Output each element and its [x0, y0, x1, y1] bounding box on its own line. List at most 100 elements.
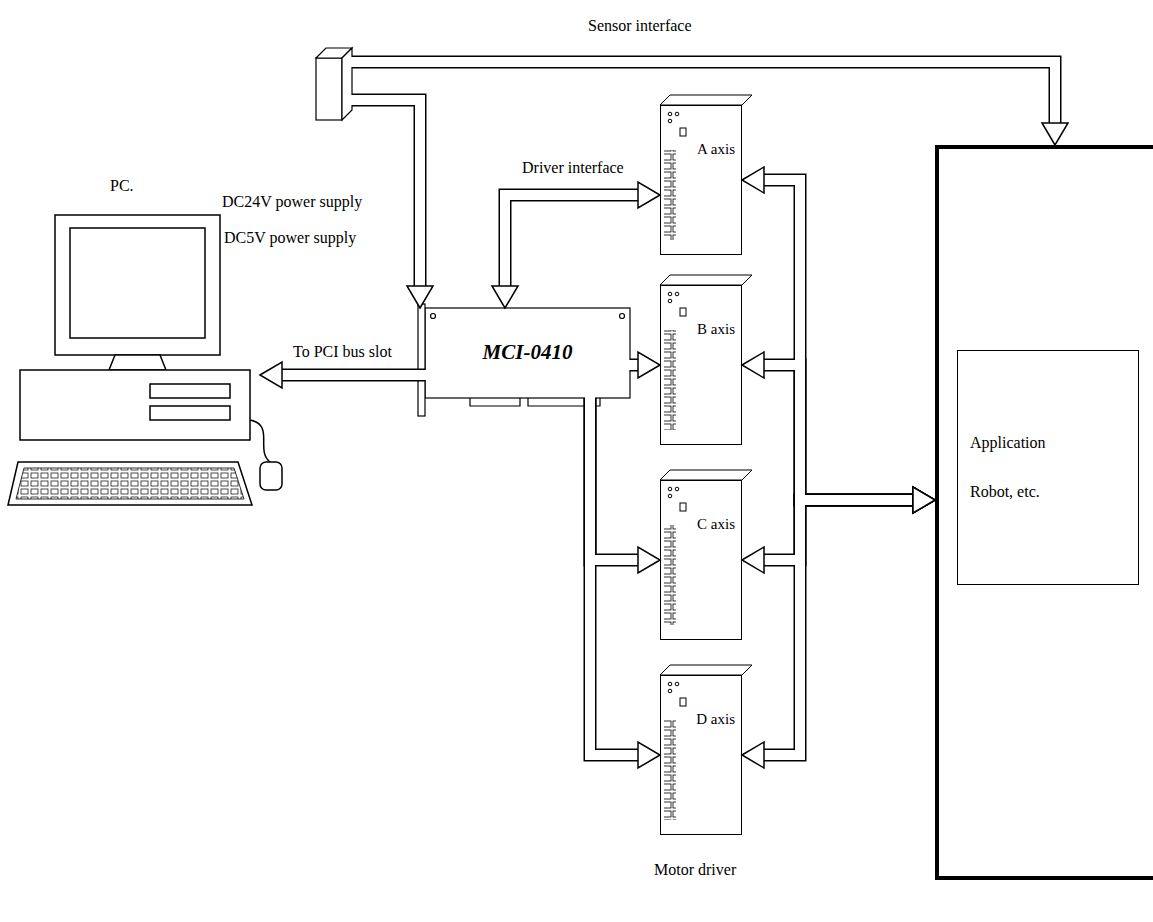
psu-front: [316, 58, 342, 120]
arrow-head: [913, 487, 935, 513]
hollow-arrow-fill: [763, 500, 914, 560]
led: [668, 487, 672, 491]
led: [668, 112, 672, 116]
hollow-arrow-fill: [763, 365, 914, 500]
led: [675, 682, 679, 686]
switch: [680, 698, 686, 706]
arrow-head: [913, 487, 935, 513]
hollow-arrow-outline: [352, 100, 420, 287]
hollow-arrow-fill: [590, 398, 639, 560]
screen: [70, 228, 205, 338]
arrow-head: [742, 167, 764, 193]
led: [675, 112, 679, 116]
application-text: Application: [970, 433, 1128, 452]
arrow-head: [742, 352, 764, 378]
pc-illustration: [8, 215, 282, 505]
motor-driver: C axis: [660, 480, 742, 640]
application-text: Robot, etc.: [970, 482, 1128, 501]
driver-top: [660, 470, 752, 480]
hollow-arrow-outline: [763, 500, 914, 560]
terminal-strip: [664, 330, 676, 430]
hollow-arrow-outline: [763, 365, 914, 500]
led: [675, 292, 679, 296]
application-inner-box: ApplicationRobot, etc.: [957, 350, 1139, 585]
board-edge-connector: [470, 398, 520, 406]
axis-label: A axis: [697, 140, 735, 158]
led: [668, 119, 672, 123]
arrow-head: [638, 547, 660, 573]
arrow-head: [260, 362, 282, 388]
arrow-head: [913, 487, 935, 513]
board-bracket: [418, 304, 425, 416]
hollow-arrow-outline: [590, 398, 639, 755]
motor-driver: A axis: [660, 105, 742, 255]
pc-tower: [20, 370, 250, 440]
terminal-strip: [664, 720, 676, 820]
led: [668, 299, 672, 303]
keyboard-keys: [16, 468, 244, 499]
caption-label: Motor driver: [652, 860, 738, 879]
interface-label: Driver interface: [520, 158, 626, 177]
led: [675, 487, 679, 491]
terminal-strip: [664, 150, 676, 240]
driver-top: [660, 95, 752, 105]
driver-top: [660, 665, 752, 675]
led: [668, 689, 672, 693]
arrow-head: [638, 742, 660, 768]
connector-label: Sensor interface: [586, 16, 694, 35]
connector-heads: [260, 123, 1068, 768]
hollow-arrow-fill: [505, 195, 639, 287]
led: [668, 682, 672, 686]
driver-top: [660, 275, 752, 285]
arrow-head: [638, 182, 660, 208]
connector-label: To PCI bus slot: [291, 342, 394, 361]
hollow-arrow-fill: [352, 62, 1055, 124]
pci-board: [418, 304, 630, 416]
motion-board: MCI-0410: [425, 308, 630, 398]
arrow-head: [407, 286, 433, 308]
hollow-arrow-outline: [763, 500, 914, 755]
drive-slot: [150, 406, 230, 420]
hollow-arrow-fill: [590, 398, 639, 755]
hollow-arrow-fill: [763, 500, 914, 755]
switch: [680, 308, 686, 316]
arrow-head: [742, 547, 764, 573]
pc-node: PC.: [10, 200, 260, 520]
mouse: [260, 462, 282, 490]
interface-label: DC5V power supply: [222, 228, 358, 247]
keyboard: [8, 462, 252, 505]
axis-label: D axis: [696, 710, 735, 728]
power-supply: DC24V power supply: [316, 48, 352, 120]
switch: [680, 128, 686, 136]
led: [668, 292, 672, 296]
hollow-arrow-outline: [505, 195, 639, 287]
application-box: ApplicationRobot, etc.: [935, 145, 1153, 880]
axis-label: C axis: [697, 515, 735, 533]
motor-driver: B axis: [660, 285, 742, 445]
driver-details: [660, 95, 752, 820]
arrow-head: [742, 742, 764, 768]
node-label: MCI-0410: [483, 340, 573, 365]
node-label: DC24V power supply: [222, 192, 362, 211]
hollow-arrow-outline: [590, 398, 639, 560]
mouse-cable: [250, 420, 270, 462]
hollow-arrow-fill: [763, 180, 914, 500]
hollow-arrow-fill: [281, 370, 425, 380]
arrow-head: [1042, 123, 1068, 145]
monitor: [55, 215, 220, 355]
arrow-head: [638, 352, 660, 378]
axis-label: B axis: [697, 320, 735, 338]
motor-driver: D axis: [660, 675, 742, 835]
drive-slot: [150, 384, 230, 398]
board-outline: [425, 308, 630, 398]
arrow-head: [913, 487, 935, 513]
hollow-arrow-fill: [352, 100, 420, 287]
power-supply-block: [316, 48, 352, 120]
arrow-head: [492, 286, 518, 308]
led: [668, 494, 672, 498]
terminal-strip: [664, 525, 676, 625]
hollow-arrow-outline: [763, 180, 914, 500]
hollow-arrow-outline: [352, 62, 1055, 124]
board-hole: [620, 314, 625, 319]
node-label: PC.: [110, 176, 134, 195]
